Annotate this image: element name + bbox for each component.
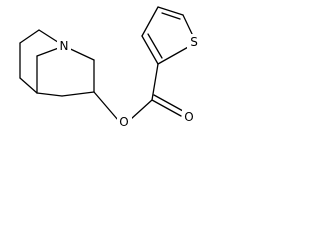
molecule-diagram: N S O O xyxy=(19,6,201,130)
structure-canvas: N S O O xyxy=(0,0,206,133)
bond-c3-bridgehead xyxy=(61,91,95,97)
bond-c2-c3-inner xyxy=(147,33,163,59)
bond-bridge-top-left xyxy=(19,29,40,44)
ester-oxygen-label: O xyxy=(119,115,128,129)
atom-carbonyl-oxygen: O xyxy=(182,109,197,125)
bond-ester-oxygen-carbonyl xyxy=(130,99,153,120)
bond-c4-c5 xyxy=(157,6,184,16)
bond-c2-c3 xyxy=(141,35,159,65)
bond-carbonyl-thiophene xyxy=(151,63,159,101)
atom-ester-oxygen: O xyxy=(117,114,132,130)
thiophene-ring xyxy=(141,6,194,65)
atom-nitrogen: N xyxy=(57,38,71,54)
nitrogen-label: N xyxy=(60,39,69,53)
bond-c5-s xyxy=(182,14,194,37)
carbonyl-oxygen-label: O xyxy=(184,110,193,124)
bond-carbonyl-double-b xyxy=(153,94,184,112)
ester-linkage xyxy=(93,63,184,121)
bond-bottom-bridgehead xyxy=(36,92,63,97)
bond-carbonyl-double-a xyxy=(151,99,182,117)
bond-c3-ester-oxygen xyxy=(93,91,119,121)
atom-sulfur: S xyxy=(187,34,201,50)
bond-s-c2 xyxy=(157,45,191,65)
sulfur-label: S xyxy=(190,35,198,49)
bond-left-bottom xyxy=(19,77,38,94)
bond-c3-c4 xyxy=(141,6,159,37)
bond-c4-c5-inner xyxy=(161,12,181,20)
